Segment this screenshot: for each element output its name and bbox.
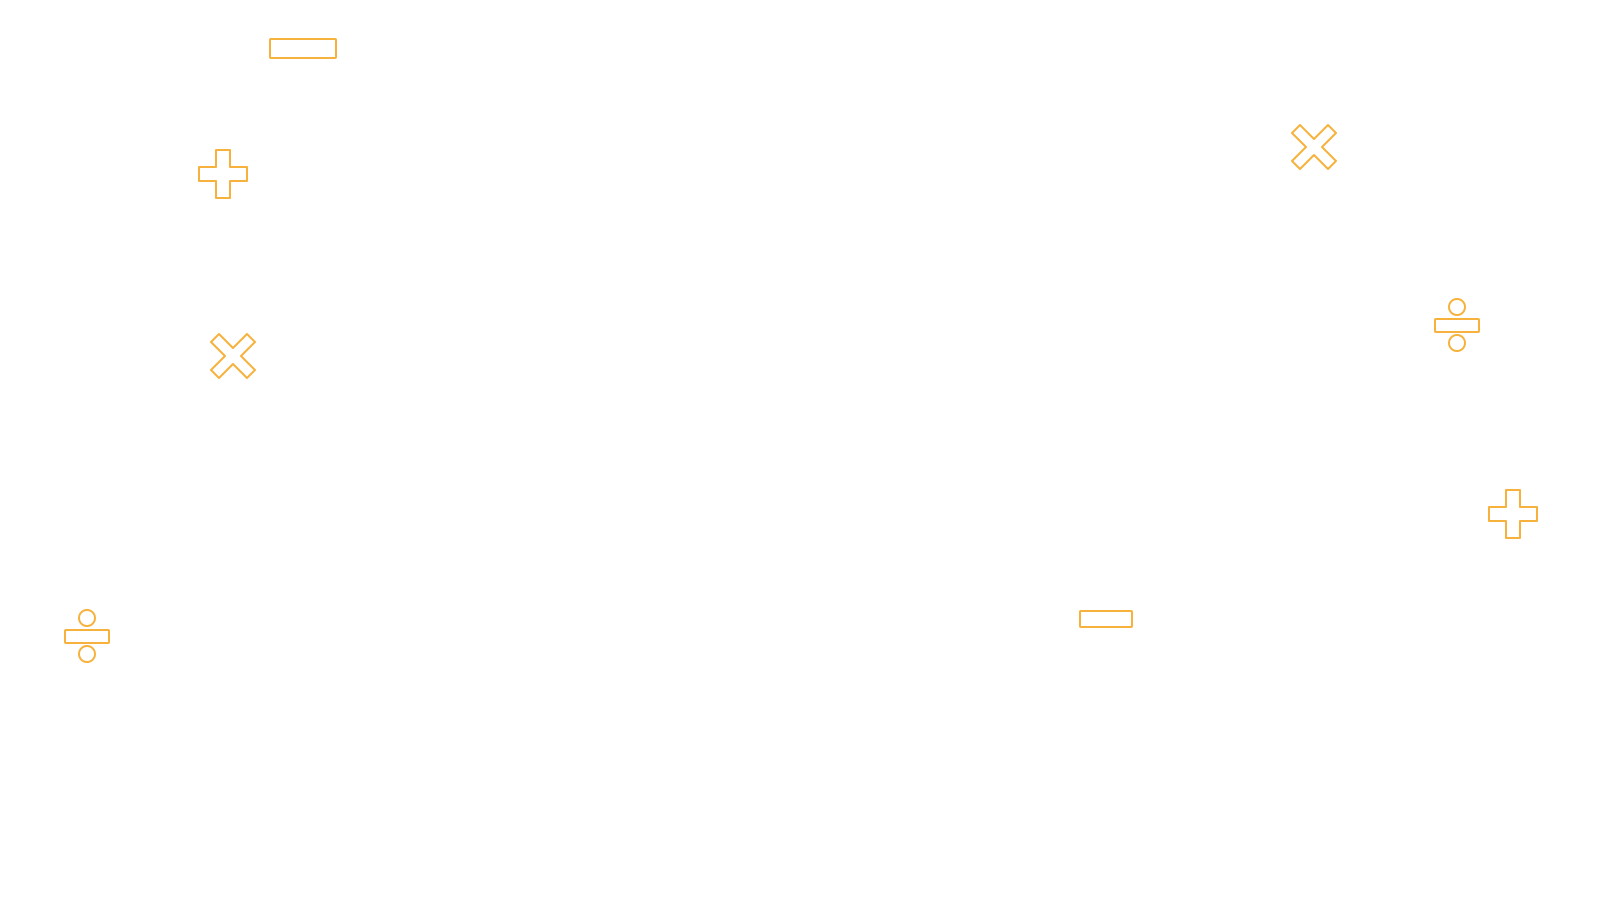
minus-icon (269, 38, 337, 60)
plus-icon (198, 149, 248, 199)
minus-icon (1079, 610, 1133, 629)
divide-icon (1434, 298, 1480, 354)
times-icon (210, 333, 256, 379)
divide-icon (64, 609, 110, 665)
plus-icon (1488, 489, 1538, 539)
times-icon (1291, 124, 1337, 170)
